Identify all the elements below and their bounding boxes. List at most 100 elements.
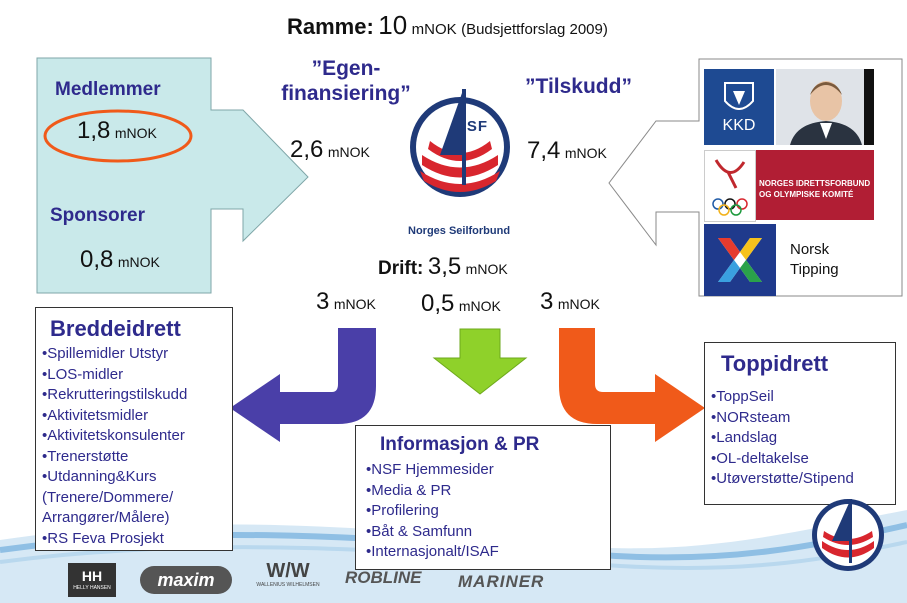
list-item: •Profilering — [366, 502, 439, 519]
list-item: •Båt & Samfunn — [366, 522, 473, 540]
list-item: •Rekrutteringstilskudd — [42, 386, 188, 403]
income-left-arrow — [36, 57, 309, 294]
informasjon-box: Informasjon & PR •NSF Hjemmesider •Media… — [355, 425, 611, 570]
self-financing-line1: ”Egen- — [311, 57, 381, 80]
mariner-text: MARINER — [458, 572, 545, 591]
grants-unit: mNOK — [564, 145, 607, 161]
list-item: •Aktivitetskonsulenter — [42, 427, 185, 444]
orange-curved-arrow — [559, 328, 705, 442]
sponsors-value: 0,8 — [80, 246, 114, 273]
sponsors-unit: mNOK — [117, 254, 160, 270]
list-item: •Trenerstøtte — [42, 447, 129, 465]
norsk-tipping-logo — [704, 224, 776, 296]
informasjon-list: •NSF Hjemmesider •Media & PR •Profilerin… — [366, 460, 610, 563]
header-value: 10 — [378, 10, 408, 40]
green-down-arrow — [432, 328, 528, 395]
ww-mark: W/W — [266, 560, 310, 582]
list-item: •NORsteam — [711, 408, 791, 426]
ww-caption: WALLENIUS WILHELMSEN — [256, 582, 320, 588]
allocation-value: 3 — [316, 288, 330, 315]
header-label: Ramme: — [287, 14, 374, 39]
list-item: •Media & PR — [366, 481, 452, 499]
list-item: •ToppSeil — [711, 388, 774, 405]
list-item: •Utdanning&Kurs — [42, 468, 157, 485]
informasjon-title: Informasjon & PR — [380, 434, 540, 455]
nsf-small-logo — [812, 499, 884, 571]
kkd-logo: KKD — [704, 69, 774, 145]
olympic-rings-icon — [712, 159, 748, 216]
helly-mark: HH — [81, 568, 103, 584]
helly-name: HELLY HANSEN — [73, 585, 111, 591]
operations-label: Drift: — [378, 258, 424, 279]
wallenius-logo: W/W WALLENIUS WILHELMSEN — [248, 560, 328, 588]
breddeidrett-box: Breddeidrett •Spillemidler Utstyr •LOS-m… — [35, 307, 233, 551]
toppidrett-list: •ToppSeil •NORsteam •Landslag •OL-deltak… — [711, 387, 895, 490]
members-unit: mNOK — [114, 125, 157, 141]
mariner-logo: MARINER — [458, 572, 544, 592]
list-item: Arrangører/Målere) — [42, 509, 170, 526]
allocation-unit: mNOK — [333, 296, 376, 312]
list-item: •RS Feva Prosjekt — [42, 529, 164, 547]
header-note: (Budsjettforslag 2009) — [461, 21, 608, 38]
breddeidrett-title: Breddeidrett — [50, 316, 181, 341]
grants-value: 7,4 — [527, 137, 561, 164]
robline-logo: ROBLINE — [345, 568, 422, 588]
tipping-line2: Tipping — [790, 261, 839, 278]
members-amount: 1,8 mNOK — [77, 117, 157, 145]
sponsors-amount: 0,8 mNOK — [80, 246, 160, 274]
list-item: •NSF Hjemmesider — [366, 461, 494, 478]
self-financing-unit: mNOK — [327, 144, 370, 160]
nif-line2: OG OLYMPISKE KOMITÉ — [759, 190, 854, 199]
toppidrett-title: Toppidrett — [721, 351, 829, 376]
helly-hansen-logo: HH HELLY HANSEN — [68, 563, 116, 597]
toppidrett-box: Toppidrett •ToppSeil •NORsteam •Landslag… — [704, 342, 896, 505]
members-highlight-ellipse — [43, 109, 193, 163]
list-item: (Trenere/Dommere/ — [42, 488, 174, 506]
allocation-value: 0,5 — [421, 290, 455, 317]
nsf-logo — [410, 89, 510, 197]
header-unit: mNOK — [411, 21, 457, 38]
allocation-unit: mNOK — [458, 298, 501, 314]
grants-label: ”Tilskudd” — [525, 75, 632, 98]
list-item: •Spillemidler Utstyr — [42, 345, 169, 362]
norsk-tipping-label: Norsk Tipping — [790, 240, 839, 280]
self-financing-line2: finansiering” — [281, 82, 411, 105]
list-item: •Internasjonalt/ISAF — [366, 543, 499, 560]
nif-banner: NORGES IDRETTSFORBUND OG OLYMPISKE KOMIT… — [756, 150, 874, 220]
allocation-unit: mNOK — [557, 296, 600, 312]
self-financing-label: ”Egen- finansiering” — [276, 56, 416, 106]
maxim-logo: maxim — [140, 566, 232, 594]
tipping-line1: Norsk — [790, 241, 830, 258]
nsf-logo-caption: Norges Seilforbund — [408, 225, 511, 237]
members-label: Medlemmer — [55, 79, 161, 100]
purple-curved-arrow — [230, 328, 376, 442]
list-item: •LOS-midler — [42, 365, 124, 383]
header: Ramme: 10 mNOK (Budsjettforslag 2009) — [287, 10, 608, 41]
grants-amount: 7,4 mNOK — [527, 137, 607, 165]
person-portrait-icon — [776, 69, 874, 145]
nif-line1: NORGES IDRETTSFORBUND — [759, 179, 871, 188]
list-item: •Utøverstøtte/Stipend — [711, 470, 854, 487]
maxim-text: maxim — [157, 569, 215, 590]
list-item: •OL-deltakelse — [711, 449, 809, 467]
self-financing-amount: 2,6 mNOK — [290, 136, 370, 164]
coat-of-arms-icon — [724, 82, 754, 110]
nif-emblem — [704, 150, 756, 222]
list-item: •Landslag — [711, 429, 778, 446]
operations-unit: mNOK — [465, 261, 508, 277]
members-value: 1,8 — [77, 117, 111, 144]
allocation-toppidrett: 3 mNOK — [540, 288, 600, 316]
list-item: •Aktivitetsmidler — [42, 406, 149, 424]
minister-photo — [776, 69, 874, 145]
operations: Drift: 3,5 mNOK — [378, 253, 508, 281]
allocation-informasjon: 0,5 mNOK — [421, 290, 501, 318]
tipping-cross-icon — [718, 238, 762, 282]
kkd-label: KKD — [722, 117, 756, 134]
nsf-logo-text: NSF — [455, 118, 488, 135]
operations-value: 3,5 — [427, 253, 462, 280]
allocation-breddeidrett: 3 mNOK — [316, 288, 376, 316]
allocation-value: 3 — [540, 288, 554, 315]
self-financing-value: 2,6 — [290, 136, 324, 163]
breddeidrett-list: •Spillemidler Utstyr •LOS-midler •Rekrut… — [42, 344, 232, 549]
robline-text: ROBLINE — [345, 568, 422, 587]
